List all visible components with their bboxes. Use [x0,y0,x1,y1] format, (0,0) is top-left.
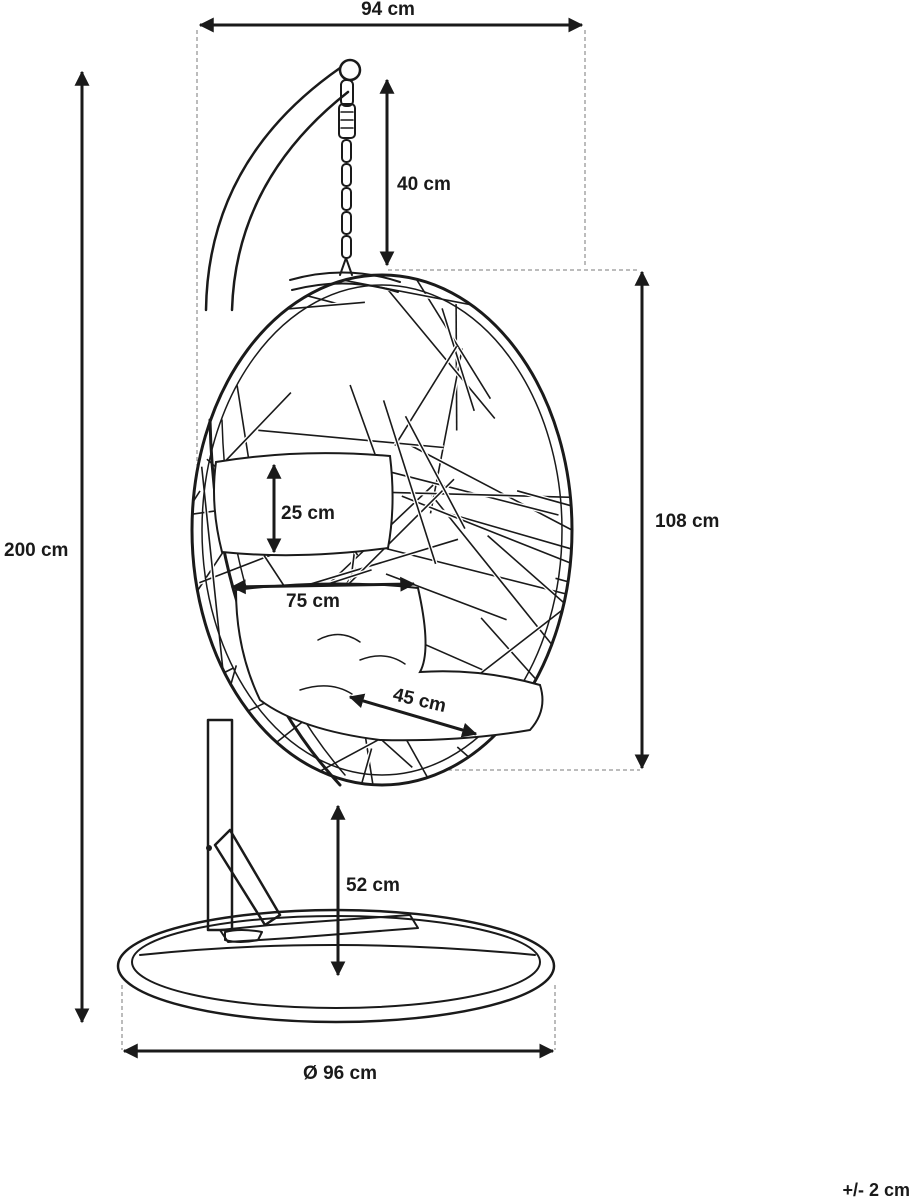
rattan-strand [192,667,234,712]
rattan-strand [581,442,614,608]
label-base-diameter: Ø 96 cm [303,1063,377,1084]
rattan-strand [553,791,640,1016]
rattan-strand [401,495,572,584]
rattan-strand [516,490,572,525]
rattan-strand [487,534,572,663]
rattan-strand [192,508,231,527]
label-floor-clearance: 52 cm [346,875,400,896]
dimension-arrows [74,17,650,1059]
stand-pole [204,58,362,932]
rattan-strand [258,429,444,449]
rattan-strand [192,287,255,336]
rattan-strand [382,400,437,565]
label-chain-length: 40 cm [397,174,451,195]
label-seat-height: 108 cm [655,511,719,532]
rattan-strand [386,288,496,420]
rattan-strand [425,506,572,577]
base-plates [219,914,419,943]
rattan-strand [380,491,572,499]
rattan-strand [404,415,466,529]
rattan-strand [555,577,572,610]
guide-lines [121,30,640,1050]
label-total-height: 200 cm [4,540,68,561]
label-top-width: 94 cm [361,0,415,20]
rattan-strand [192,688,294,785]
rattan-strand [583,548,734,565]
rattan-strand [456,746,572,785]
base-ring [116,908,556,1024]
rattan-strand [584,601,656,726]
label-pillow-height: 25 cm [281,503,335,524]
rattan-strand [292,796,440,799]
rattan-strand [226,802,373,857]
rattan-strand [394,345,458,447]
rattan-strand [192,490,201,655]
rattan-strand [68,347,190,507]
rattan-strand [326,748,373,785]
rattan-strand [441,308,475,412]
arrow-seat-depth [348,693,478,738]
rattan-strand [279,755,293,785]
arrow-inner-width [230,576,416,595]
rattan-strand [455,302,458,431]
tolerance-note: +/- 2 cm [842,1180,910,1200]
hanging-chain [338,79,356,276]
rattan-strand [192,703,233,748]
rattan-strand [260,768,310,785]
label-inner-width: 75 cm [286,591,340,612]
